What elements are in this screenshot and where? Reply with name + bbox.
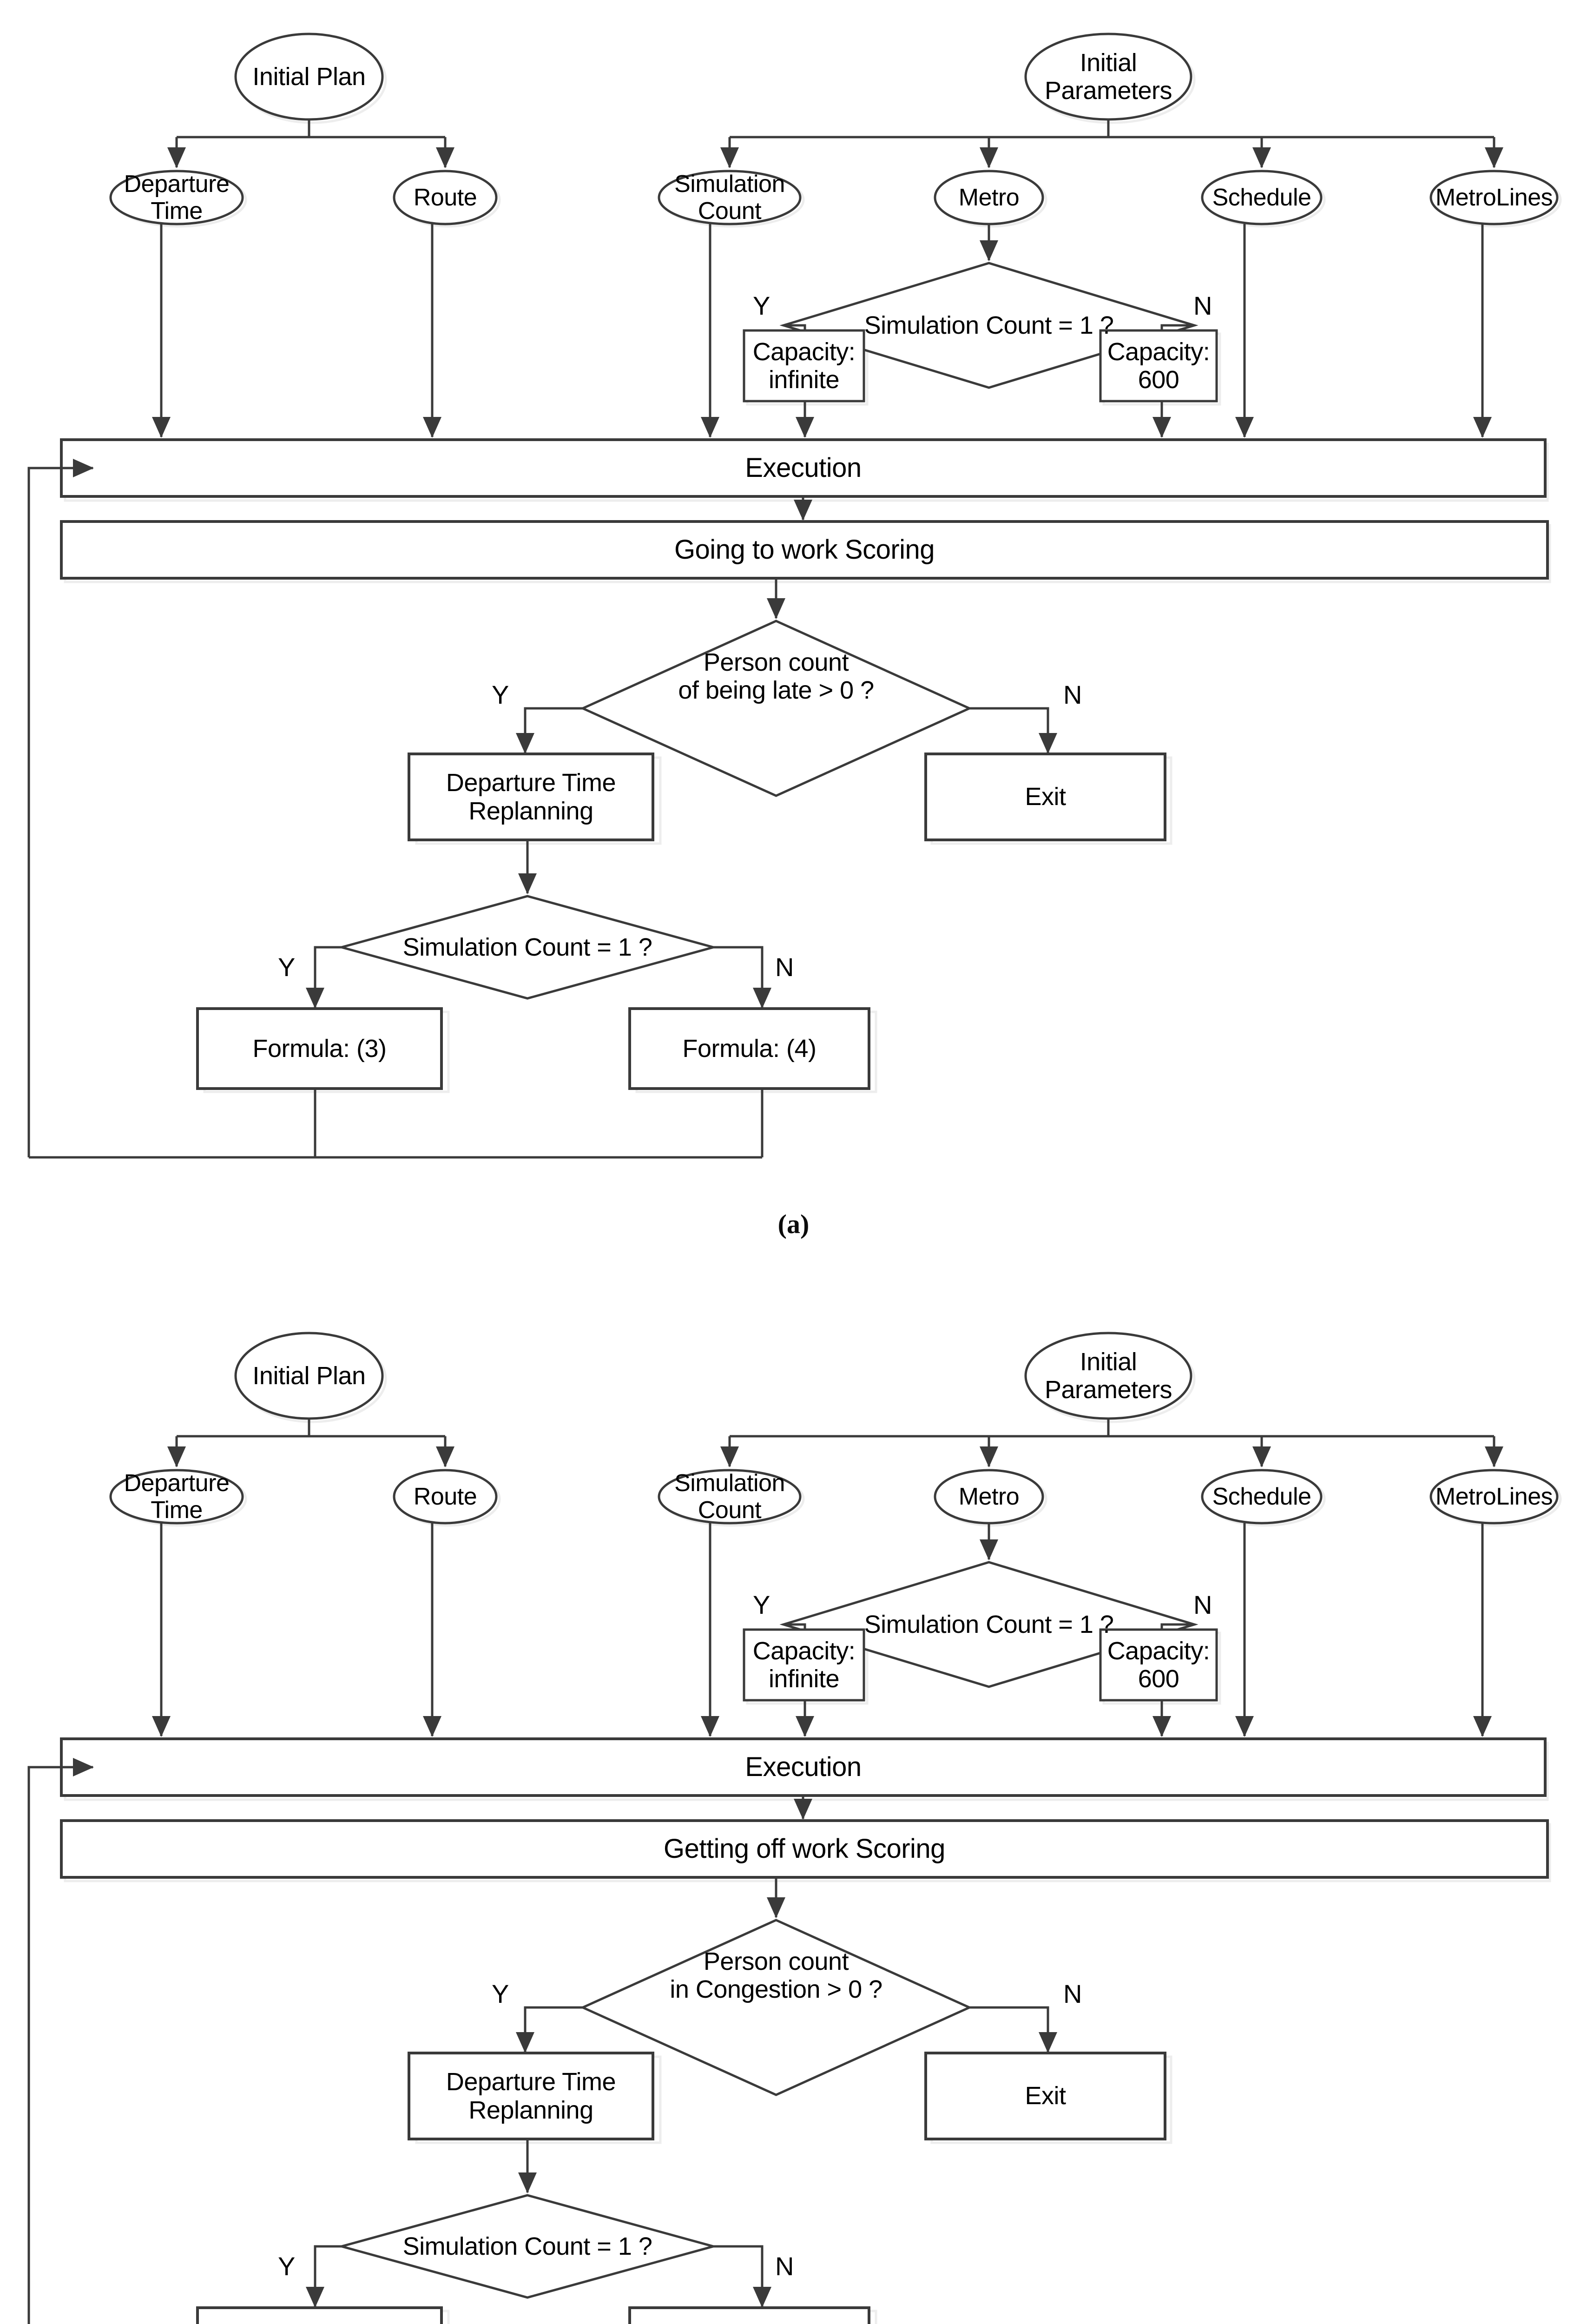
no-label-person-count-b: N [1063,1979,1082,2008]
box-capacity-infinite-b [743,1628,865,1702]
bar-execution-b [60,1737,1547,1797]
no-label-simcount-top-b: N [1193,1590,1212,1619]
yes-label-simcount-top-b: Y [753,1590,770,1619]
yes-label-simcount-bottom: Y [278,952,296,982]
flowchart-figure-a: Initial Plan Initial Parameters Departur… [27,33,1562,1239]
node-simulation-count-b [658,1469,802,1525]
node-initial-plan [234,33,384,121]
yes-label-person-count: Y [492,680,509,709]
yes-label-simcount-top: Y [753,291,770,320]
bar-scoring [60,520,1549,580]
box-capacity-infinite [743,329,865,403]
decision-simulation-count-bottom [337,895,718,1000]
node-schedule-b [1201,1469,1323,1525]
box-branch-no-b [628,2306,870,2324]
box-branch-yes-b [196,2306,443,2324]
box-capacity-600-b [1099,1628,1218,1702]
node-metrolines-b [1429,1469,1559,1525]
node-metrolines [1429,170,1559,225]
box-departure-time-replanning-b [408,2052,654,2140]
node-route [393,170,498,225]
decision-simulation-count-bottom-b [337,2194,718,2299]
bar-scoring-b [60,1819,1549,1879]
figure-a-canvas [27,33,1562,1159]
node-simulation-count [658,170,802,225]
node-departure-time [109,170,244,225]
no-label-person-count: N [1063,680,1082,709]
no-label-simcount-bottom-b: N [775,2251,794,2281]
box-exit-b [924,2052,1166,2140]
box-departure-time-replanning [408,753,654,841]
node-route-b [393,1469,498,1525]
node-schedule [1201,170,1323,225]
node-initial-parameters-b [1024,1332,1192,1420]
node-metro [934,170,1044,225]
box-exit [924,753,1166,841]
decision-simulation-count-top [779,262,1198,389]
figure-caption-a: (a) [777,1209,810,1239]
flowchart-figure-b: Initial Plan Initial Parameters Departur… [0,1299,1587,2324]
edge-loopback [27,468,764,1159]
yes-label-person-count-b: Y [492,1979,509,2008]
node-initial-parameters [1024,33,1192,121]
decision-person-count-b [579,1919,973,2096]
figure-b-canvas [27,1332,1562,2324]
node-departure-time-b [109,1469,244,1525]
bar-execution [60,438,1547,498]
node-initial-plan-b [234,1332,384,1420]
yes-label-simcount-bottom-b: Y [278,2251,296,2281]
no-label-simcount-top: N [1193,291,1212,320]
box-branch-yes [196,1007,443,1090]
decision-person-count [579,620,973,797]
node-metro-b [934,1469,1044,1525]
no-label-simcount-bottom: N [775,952,794,982]
box-branch-no [628,1007,870,1090]
decision-simulation-count-top-b [779,1561,1198,1688]
box-capacity-600 [1099,329,1218,403]
